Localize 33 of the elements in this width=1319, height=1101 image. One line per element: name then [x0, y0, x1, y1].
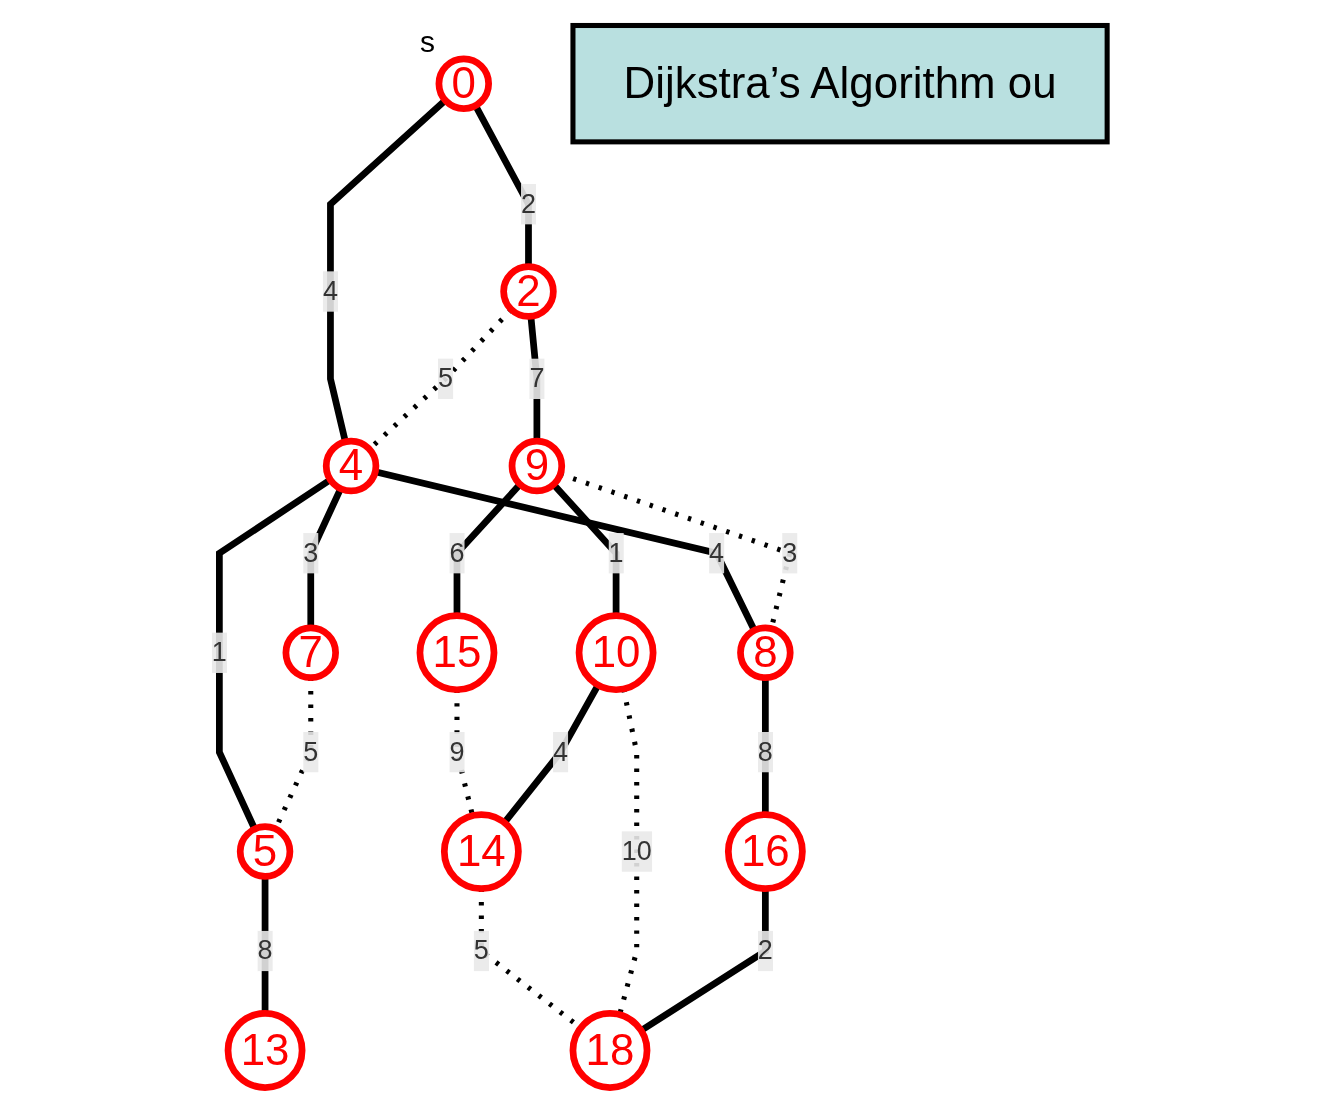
- edge-label: 5: [303, 736, 319, 766]
- node-caption: s: [419, 24, 435, 59]
- node-circle: 7: [282, 624, 339, 681]
- edge-label: 4: [322, 276, 338, 306]
- edge-label: 1: [608, 538, 624, 567]
- node-circle: 0: [435, 55, 492, 112]
- node-circle: 9: [508, 437, 566, 495]
- edge-label: 10: [621, 836, 652, 866]
- edge-label: 5: [473, 935, 489, 965]
- edge-label: 7: [529, 363, 545, 393]
- edge-label: 2: [520, 189, 536, 218]
- edge-label: 4: [709, 538, 725, 567]
- node-circle: 5: [236, 823, 294, 880]
- node-circle: 13: [224, 1010, 306, 1091]
- node-circle: 15: [416, 612, 498, 694]
- node-circle: 2: [500, 263, 557, 320]
- node-circle: 4: [322, 437, 380, 495]
- edge-label: 3: [782, 538, 798, 567]
- edge-label: 8: [757, 736, 773, 766]
- edge-label: 1: [211, 637, 227, 667]
- node-box: Dijkstra’s Algorithm ou: [570, 22, 1110, 145]
- edge-label: 8: [257, 935, 273, 965]
- edge-label: 5: [437, 363, 454, 393]
- node-circle: 14: [440, 811, 522, 892]
- edge-label: 3: [303, 538, 319, 567]
- node-circle: 8: [737, 624, 794, 681]
- node-circle: 16: [724, 811, 806, 892]
- node-circle: 10: [575, 612, 657, 694]
- node-circle: 18: [569, 1010, 651, 1091]
- edge-label: 4: [553, 736, 569, 766]
- edge-label: 2: [757, 935, 773, 965]
- edge-label: 9: [449, 736, 465, 766]
- edge-label: 6: [449, 538, 465, 567]
